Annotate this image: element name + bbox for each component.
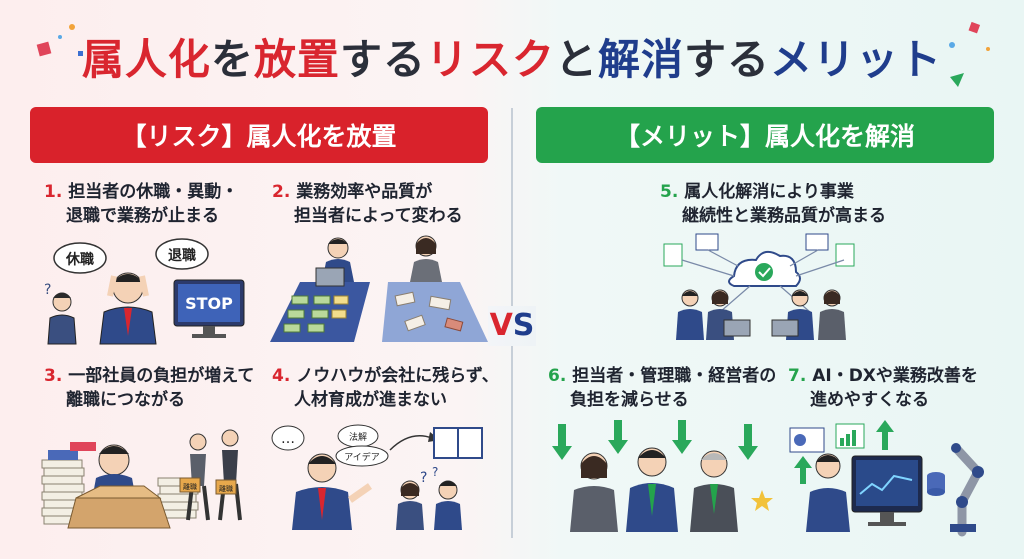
merit-banner: 【メリット】属人化を解消 <box>536 107 994 163</box>
knowledge-loss-illustration: … 法解 アイデア ? ? <box>271 424 483 530</box>
question-mark: ? <box>420 470 427 486</box>
item-text: 担当者の休職・異動・ <box>68 182 239 202</box>
item-text: 担当者・管理職・経営者の <box>572 366 777 386</box>
folder-label-2: 離職 <box>219 484 233 493</box>
bubble-dots: … <box>281 431 295 447</box>
item-number: 2. <box>272 182 291 202</box>
vs-label: VS <box>488 306 536 346</box>
risk-item-3: 3. 一部社員の負担が増えて 離職につながる <box>44 364 254 412</box>
bubble-leave-label: 休職 <box>65 251 94 268</box>
item-number: 6. <box>548 366 567 386</box>
merit-item-7: 7. AI・DXや業務改善を 進めやすくなる <box>788 364 978 412</box>
merit-item-5: 5. 属人化解消により事業 継続性と業務品質が高まる <box>660 180 886 228</box>
stop-sign-label: STOP <box>185 294 233 313</box>
title-segment: 解消 <box>598 35 685 84</box>
overloaded-worker-illustration: 離職 離職 <box>41 429 242 529</box>
item-number: 3. <box>44 366 63 386</box>
title-segment: メリット <box>770 35 943 84</box>
title-segment: する <box>339 35 426 84</box>
item-text: 一部社員の負担が増えて <box>68 366 255 386</box>
vs-v: V <box>489 308 513 343</box>
confetti-decoration-left <box>36 24 83 57</box>
vs-s: S <box>512 308 535 343</box>
item-text: ノウハウが会社に残らず、 <box>296 366 499 386</box>
risk-banner: 【リスク】属人化を放置 <box>30 107 488 163</box>
two-workers-desks-illustration <box>270 235 488 342</box>
risk-item-2: 2. 業務効率や品質が 担当者によって変わる <box>272 180 463 228</box>
stressed-worker-illustration: 休職 退職 ? STOP <box>44 238 245 345</box>
page-title: 属人化を放置するリスクと解消するメリット <box>0 26 1024 87</box>
folder-label-1: 離職 <box>183 482 197 491</box>
item-text: 退職で業務が止まる <box>66 206 219 226</box>
bubble-retire-label: 退職 <box>168 247 196 264</box>
item-number: 5. <box>660 182 679 202</box>
item-text: 継続性と業務品質が高まる <box>682 206 886 226</box>
risk-item-1: 1. 担当者の休職・異動・ 退職で業務が止まる <box>44 180 238 228</box>
item-text: AI・DXや業務改善を <box>812 366 978 386</box>
item-text: 担当者によって変わる <box>294 206 463 226</box>
reduced-burden-illustration <box>552 420 773 532</box>
item-number: 4. <box>272 366 291 386</box>
item-text: 離職につながる <box>66 390 185 410</box>
title-segment: と <box>555 35 599 84</box>
item-text: 属人化解消により事業 <box>684 182 854 202</box>
item-text: 人材育成が進まない <box>294 390 447 410</box>
item-text: 進めやすくなる <box>810 390 929 410</box>
question-mark: ? <box>44 282 51 298</box>
title-segment: する <box>684 35 771 84</box>
title-segment: リスク <box>425 35 555 84</box>
ai-dx-illustration <box>789 420 984 537</box>
bubble-idea-label: 法解 <box>349 431 367 443</box>
item-text: 業務効率や品質が <box>296 182 433 202</box>
cloud-network-illustration <box>663 233 855 340</box>
title-segment: 放置 <box>253 35 340 84</box>
bubble-idea-label: アイデア <box>344 451 380 463</box>
question-mark: ? <box>432 465 438 479</box>
item-number: 7. <box>788 366 807 386</box>
confetti-decoration-right <box>949 21 990 87</box>
item-number: 1. <box>44 182 63 202</box>
item-text: 負担を減らせる <box>570 390 689 410</box>
title-segment: 属人化 <box>81 35 211 84</box>
risk-item-4: 4. ノウハウが会社に残らず、 人材育成が進まない <box>272 364 499 412</box>
title-segment: を <box>210 35 254 84</box>
merit-item-6: 6. 担当者・管理職・経営者の 負担を減らせる <box>548 364 776 412</box>
